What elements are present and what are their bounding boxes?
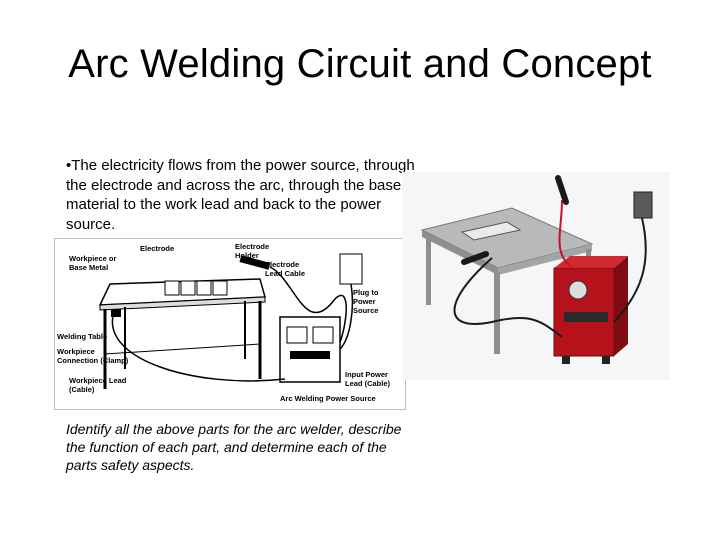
- label-workpiece-connection-2: Connection (Clamp): [57, 356, 129, 365]
- label-workpiece-1: Workpiece or: [69, 254, 116, 263]
- power-source-panel: [290, 351, 330, 359]
- bullet-text: •The electricity flows from the power so…: [66, 157, 415, 233]
- photo-machine-dial: [568, 280, 588, 300]
- label-electrode-lead-2: Lead Cable: [265, 269, 305, 278]
- label-workpiece-lead-1: Workpiece Lead: [69, 376, 127, 385]
- label-electrode-holder-2: Holder: [235, 251, 259, 260]
- label-plug-1: Plug to: [353, 288, 379, 297]
- table-edge: [99, 296, 266, 311]
- label-power-source: Arc Welding Power Source: [280, 394, 376, 403]
- photo-table-side: [422, 230, 498, 275]
- power-source-meter: [312, 326, 334, 344]
- workpiece-lead-cable: [111, 308, 286, 382]
- photo-table-leg: [426, 235, 431, 305]
- photo-work-cable: [453, 257, 563, 338]
- photo-machine-panel: [564, 312, 608, 322]
- plug-outlet: [339, 253, 363, 285]
- label-electrode: Electrode: [140, 244, 174, 253]
- input-power-cable: [339, 283, 354, 350]
- photo-table-leg: [494, 272, 500, 354]
- photo-table-front: [498, 244, 592, 275]
- photo-outlet: [633, 191, 653, 219]
- label-workpiece-lead-2: (Cable): [69, 385, 95, 394]
- photo-input-cable: [613, 217, 647, 323]
- photo-work-clamp: [461, 251, 489, 265]
- photo-workpiece: [460, 221, 522, 241]
- label-electrode-lead-1: Electrode: [265, 260, 299, 269]
- label-workpiece-connection-1: Workpiece: [57, 347, 95, 356]
- workpiece-clamp: [111, 309, 121, 317]
- workpiece-plates: [164, 280, 228, 296]
- photo-electrode-holder: [555, 175, 569, 205]
- label-electrode-holder-1: Electrode: [235, 242, 269, 251]
- photo-electrode-cable: [558, 199, 573, 269]
- electrode-lead-cable: [269, 266, 347, 360]
- electrode-holder-shape: [239, 255, 271, 270]
- welder-photo: [402, 172, 670, 380]
- photo-machine-side: [614, 256, 628, 356]
- label-plug-2: Power: [353, 297, 376, 306]
- label-welding-table: Welding Table: [57, 332, 107, 341]
- welder-photo-svg: [402, 172, 670, 380]
- label-input-power-2: Lead (Cable): [345, 379, 391, 388]
- photo-machine-wheel: [562, 356, 570, 364]
- photo-background: [402, 172, 670, 380]
- label-plug-3: Source: [353, 306, 378, 315]
- instructions-text: Identify all the above parts for the arc…: [66, 421, 402, 473]
- photo-machine-wheel: [602, 356, 610, 364]
- power-source-dial: [286, 326, 308, 344]
- slide-title: Arc Welding Circuit and Concept: [68, 42, 652, 86]
- circuit-diagram-svg: Electrode Electrode Holder Workpiece or …: [57, 242, 391, 403]
- welding-circuit-diagram: Electrode Electrode Holder Workpiece or …: [54, 238, 406, 410]
- label-workpiece-2: Base Metal: [69, 263, 108, 272]
- table-crossbar: [104, 343, 261, 355]
- photo-machine-top: [554, 256, 628, 268]
- label-input-power-1: Input Power: [345, 370, 388, 379]
